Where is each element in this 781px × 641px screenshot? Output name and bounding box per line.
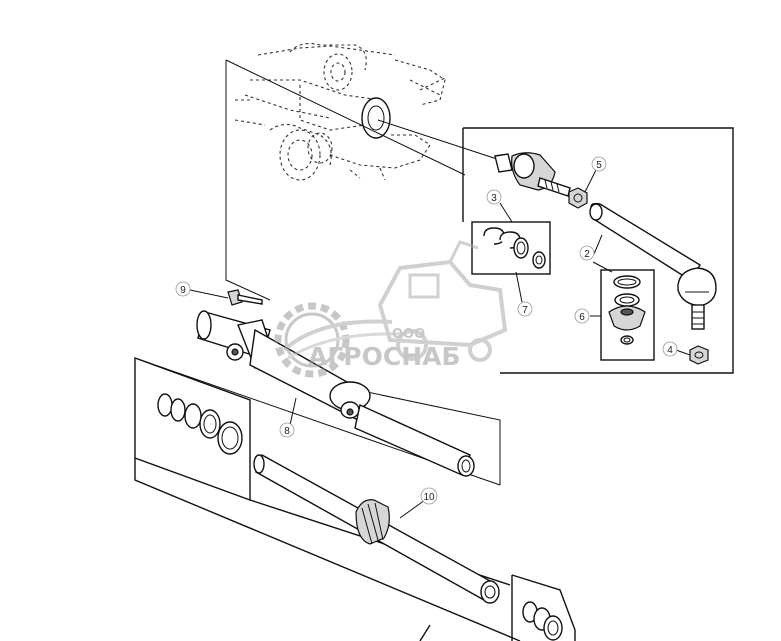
gear-logo-icon	[274, 302, 401, 378]
callout-5: 5	[591, 156, 607, 172]
callout-9: 9	[175, 281, 191, 297]
watermark-prefix: ООО	[392, 327, 425, 342]
callout-2-label: 2	[584, 249, 590, 260]
seal-rings-left	[157, 393, 243, 455]
callout-5-label: 5	[596, 160, 602, 171]
axle-housing-outline	[234, 43, 446, 181]
agrosnab-watermark: ООО АГРОСНАБ	[274, 240, 508, 378]
callout-leaders	[289, 169, 691, 519]
callout-10-label: 10	[423, 492, 435, 503]
callout-6: 6	[574, 308, 590, 324]
nut-5	[568, 187, 588, 209]
bolt-9	[189, 289, 263, 306]
callout-3: 3	[486, 189, 502, 205]
callout-8-label: 8	[284, 426, 290, 437]
ring-set-7	[483, 227, 546, 269]
callout-7: 7	[517, 301, 533, 317]
callout-4: 4	[662, 341, 678, 357]
panel-guide-lines	[134, 59, 501, 486]
steering-cylinder	[196, 310, 475, 477]
outer-tie-rod	[589, 202, 717, 330]
callout-3-label: 3	[491, 193, 497, 204]
seal-kit-6	[608, 275, 646, 345]
callout-2: 2	[579, 245, 595, 261]
combine-harvester-icon	[377, 240, 508, 362]
piston-rod	[253, 453, 500, 604]
tie-rod-assembly-box	[462, 127, 734, 374]
callout-6-label: 6	[579, 312, 585, 323]
callout-10: 10	[420, 487, 438, 505]
inner-ball-joint	[494, 152, 571, 197]
callout-9-label: 9	[180, 285, 186, 296]
seal-rings-right	[522, 601, 563, 641]
callout-4-label: 4	[667, 345, 673, 356]
watermark-name: АГРОСНАБ	[308, 342, 461, 371]
callout-8: 8	[279, 422, 295, 438]
nut-4	[689, 345, 709, 365]
callout-7-label: 7	[522, 305, 528, 316]
